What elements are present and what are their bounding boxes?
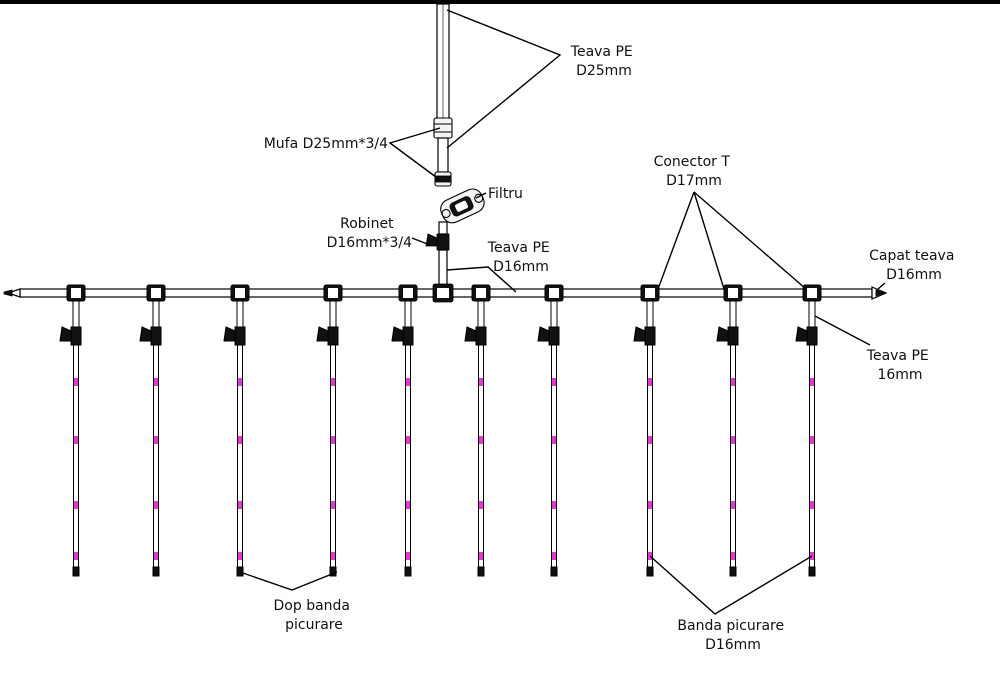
- emitter-mark: [479, 436, 483, 444]
- mufa-coupling-upper: [433, 117, 453, 139]
- label-teava-pe-d25: Teava PE D25mm: [570, 44, 637, 79]
- label-banda-picurare: Banda picurare D16mm: [677, 618, 788, 653]
- pipe-after-filter: [438, 221, 448, 235]
- emitter-mark: [731, 501, 735, 509]
- drip-branch: [223, 284, 250, 577]
- emitter-mark: [552, 552, 556, 560]
- valve-icon: [70, 326, 82, 346]
- drip-branch: [716, 284, 743, 577]
- emitter-mark: [74, 501, 78, 509]
- emitter-mark: [331, 436, 335, 444]
- valve-icon: [234, 326, 246, 346]
- end-cap-icon: [646, 566, 654, 577]
- label-conector-t: Conector T D17mm: [654, 154, 735, 189]
- label-dop-banda: Dop banda picurare: [274, 598, 355, 633]
- emitter-mark: [479, 501, 483, 509]
- mufa-coupling-lower: [434, 171, 452, 187]
- end-cap-icon: [477, 566, 485, 577]
- end-cap-icon: [72, 566, 80, 577]
- pipe-segment-after-coupling: [437, 137, 449, 173]
- end-cap-icon: [729, 566, 737, 577]
- emitter-mark: [238, 378, 242, 386]
- drip-branch: [59, 284, 86, 577]
- valve-icon: [727, 326, 739, 346]
- drip-branch: [633, 284, 660, 577]
- label-filtru: Filtru: [488, 186, 523, 202]
- emitter-mark: [731, 436, 735, 444]
- emitter-mark: [810, 436, 814, 444]
- drip-branch: [316, 284, 343, 577]
- emitter-mark: [810, 501, 814, 509]
- emitter-mark: [238, 552, 242, 560]
- valve-icon: [475, 326, 487, 346]
- emitter-mark: [331, 378, 335, 386]
- emitter-mark: [648, 436, 652, 444]
- emitter-mark: [648, 378, 652, 386]
- emitter-mark: [238, 436, 242, 444]
- valve-icon: [150, 326, 162, 346]
- label-teava-pe-d16: Teava PE D16mm: [487, 240, 554, 275]
- valve-icon: [402, 326, 414, 346]
- top-border: [0, 0, 1000, 4]
- emitter-mark: [406, 552, 410, 560]
- leader-lines: [239, 9, 886, 615]
- emitter-mark: [154, 378, 158, 386]
- emitter-mark: [74, 552, 78, 560]
- emitter-mark: [479, 552, 483, 560]
- emitter-mark: [238, 501, 242, 509]
- drip-branch: [795, 284, 822, 577]
- drip-branch: [139, 284, 166, 577]
- emitter-mark: [154, 501, 158, 509]
- emitter-mark: [406, 378, 410, 386]
- emitter-mark: [154, 436, 158, 444]
- valve-icon: [548, 326, 560, 346]
- emitter-mark: [810, 378, 814, 386]
- emitter-mark: [552, 436, 556, 444]
- end-cap-icon: [550, 566, 558, 577]
- end-cap-icon: [404, 566, 412, 577]
- emitter-mark: [731, 552, 735, 560]
- emitter-mark: [74, 436, 78, 444]
- emitter-mark: [406, 436, 410, 444]
- drip-branches: [59, 284, 822, 577]
- end-cap-icon: [808, 566, 816, 577]
- valve-icon: [327, 326, 339, 346]
- label-robinet: Robinet D16mm*3/4: [327, 216, 412, 251]
- emitter-mark: [479, 378, 483, 386]
- emitter-mark: [552, 501, 556, 509]
- drip-branch: [537, 284, 564, 577]
- emitter-mark: [406, 501, 410, 509]
- valve-icon: [644, 326, 656, 346]
- emitter-mark: [648, 501, 652, 509]
- emitter-mark: [331, 501, 335, 509]
- emitter-mark: [74, 378, 78, 386]
- emitter-mark: [731, 378, 735, 386]
- main-pipe-d25: [436, 3, 450, 123]
- label-capat-teava: Capat teava D16mm: [869, 248, 959, 283]
- emitter-mark: [154, 552, 158, 560]
- label-teava-pe-16: Teava PE 16mm: [866, 348, 933, 383]
- end-cap-icon: [236, 566, 244, 577]
- emitter-mark: [552, 378, 556, 386]
- emitter-mark: [331, 552, 335, 560]
- filter-icon: [440, 188, 485, 224]
- valve-icon: [806, 326, 818, 346]
- end-cap-icon: [152, 566, 160, 577]
- drip-branch: [464, 284, 491, 577]
- end-cap-icon: [329, 566, 337, 577]
- robinet-valve-icon: [425, 233, 450, 287]
- feed-tee-connector: [432, 283, 454, 303]
- label-mufa: Mufa D25mm*3/4: [264, 136, 388, 152]
- drip-branch: [391, 284, 418, 577]
